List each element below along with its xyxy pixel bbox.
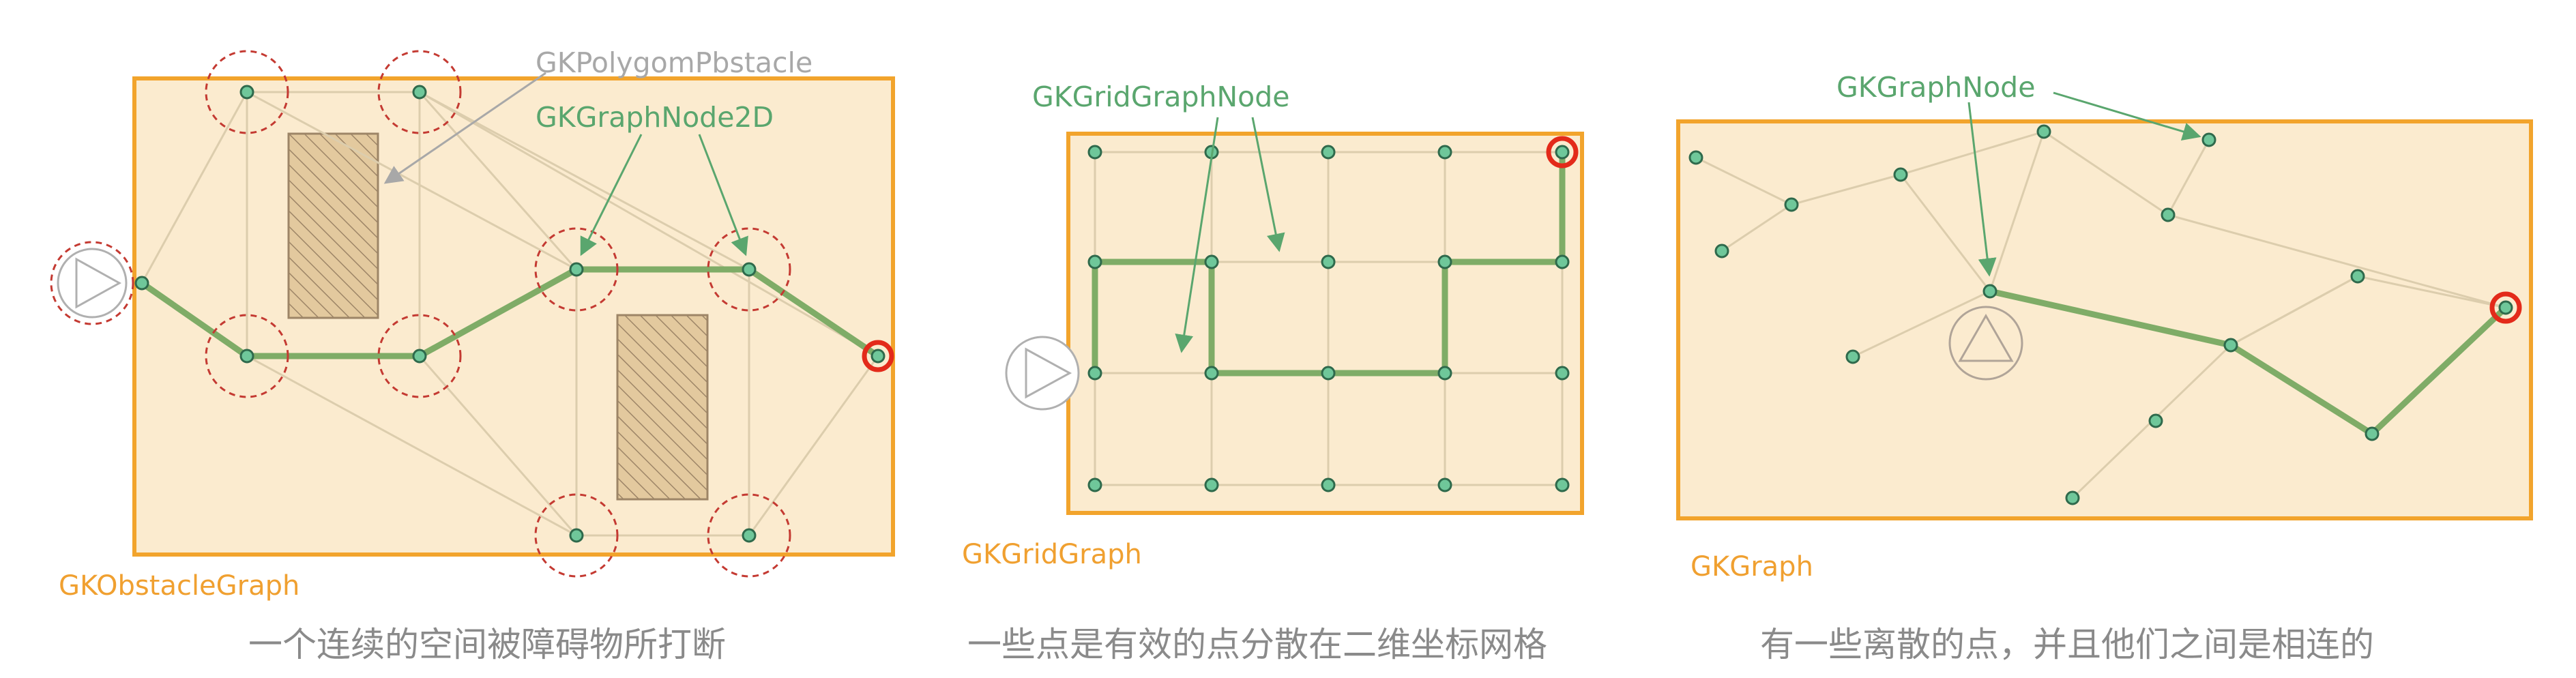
grid-node: [1087, 145, 1102, 160]
graph-node: [1845, 349, 1860, 364]
obstacle-graph-frame: [132, 76, 895, 557]
graph-panel: GKGraphNode GKGraph 有一些离散的点，并且他们之间是相连的: [1676, 71, 2533, 664]
obstacle-graph-edges: [141, 91, 879, 537]
grid-graph-panel: GKGridGraphNode GKGridGraph 一些点是有效的点分散在二…: [962, 80, 1584, 664]
graph-caption: 有一些离散的点，并且他们之间是相连的: [1760, 625, 2374, 664]
grid-node: [1321, 254, 1336, 269]
graph-node: [569, 528, 584, 543]
grid-node: [1087, 477, 1102, 492]
graph-node: [239, 349, 254, 364]
graph-node: [1784, 197, 1799, 212]
grid-node: [1321, 477, 1336, 492]
grid-node: [1437, 145, 1452, 160]
graph-node: [2036, 124, 2051, 139]
gridnode-label-arrow-2: [1251, 117, 1285, 252]
graph-node: [2350, 269, 2365, 284]
grid-node: [1204, 254, 1219, 269]
grid-node: [1321, 366, 1336, 381]
goal-ring: [862, 340, 894, 372]
graph-title: GKGraph: [1690, 551, 1813, 583]
graph-node: [2161, 207, 2176, 222]
node2d-label-arrow-2: [698, 134, 748, 256]
graph-node: [2365, 426, 2380, 441]
graph-node: [2223, 338, 2238, 353]
graph-node: [2498, 300, 2513, 315]
graph-node: [2148, 413, 2163, 428]
gridnode-label-arrow-1: [1175, 117, 1219, 353]
graph-nodes: [1688, 124, 2513, 505]
play-triangle-icon: [57, 248, 128, 319]
obstacle-graph-path: [138, 266, 881, 359]
obstacle-graph-title: GKObstacleGraph: [59, 570, 299, 602]
graph-node: [569, 262, 584, 277]
grid-node: [1087, 366, 1102, 381]
grid-node: [1087, 254, 1102, 269]
graph-node: [1893, 167, 1908, 182]
obstacle-graph-panel: GKPolygomPbstacle GKGraphNode2D GKObstac…: [50, 46, 895, 664]
node2d-label-arrow-1: [580, 134, 643, 256]
up-triangle-icon: [1948, 306, 2023, 381]
graph-node: [412, 349, 427, 364]
grid-node: [1437, 254, 1452, 269]
grid-node: [1555, 145, 1570, 160]
graph-node: [412, 85, 427, 100]
obstacle-type-label: GKPolygomPbstacle: [536, 46, 813, 79]
graphnode-label-arrow-2: [2053, 91, 2201, 141]
graph-node: [239, 85, 254, 100]
play-triangle-icon: [1005, 336, 1080, 411]
graph-path: [1987, 288, 2509, 437]
graphnode-type-label: GKGraphNode: [1836, 71, 2035, 104]
obstacle-rect-1: [287, 132, 379, 319]
graph-node: [742, 528, 757, 543]
grid-node: [1437, 477, 1452, 492]
grid-node: [1321, 145, 1336, 160]
grid-node: [1555, 366, 1570, 381]
grid-node: [1437, 366, 1452, 381]
graph-node: [2065, 490, 2080, 505]
graph-node: [742, 262, 757, 277]
grid-node: [1555, 477, 1570, 492]
grid-node: [1204, 477, 1219, 492]
grid-node: [1204, 366, 1219, 381]
graph-node: [1982, 284, 1997, 299]
graph-edges: [1695, 130, 2506, 499]
grid-graph-nodes: [1087, 145, 1570, 492]
grid-graph-frame: [1066, 132, 1584, 515]
obstacle-graph-nodes: [134, 85, 886, 543]
obstacle-graph-caption: 一个连续的空间被障碍物所打断: [248, 625, 726, 664]
grid-graph-caption: 一些点是有效的点分散在二维坐标网格: [967, 625, 1547, 664]
goal-ring: [2489, 291, 2522, 324]
graph-node: [1714, 244, 1729, 259]
goal-ring: [1546, 136, 1579, 168]
grid-node: [1555, 254, 1570, 269]
node2d-type-label: GKGraphNode2D: [536, 101, 774, 134]
grid-graph-title: GKGridGraph: [962, 539, 1142, 570]
obstacle-rect-2: [616, 314, 709, 501]
graph-node: [2201, 132, 2216, 147]
gridnode-type-label: GKGridGraphNode: [1032, 80, 1289, 113]
graphnode-label-arrow-1: [1967, 102, 1997, 277]
graph-node: [870, 349, 886, 364]
graph-node: [134, 276, 149, 291]
obstacle-label-arrow: [383, 72, 546, 184]
obstacle-node-rings: [50, 50, 791, 578]
graph-node: [1688, 150, 1703, 165]
